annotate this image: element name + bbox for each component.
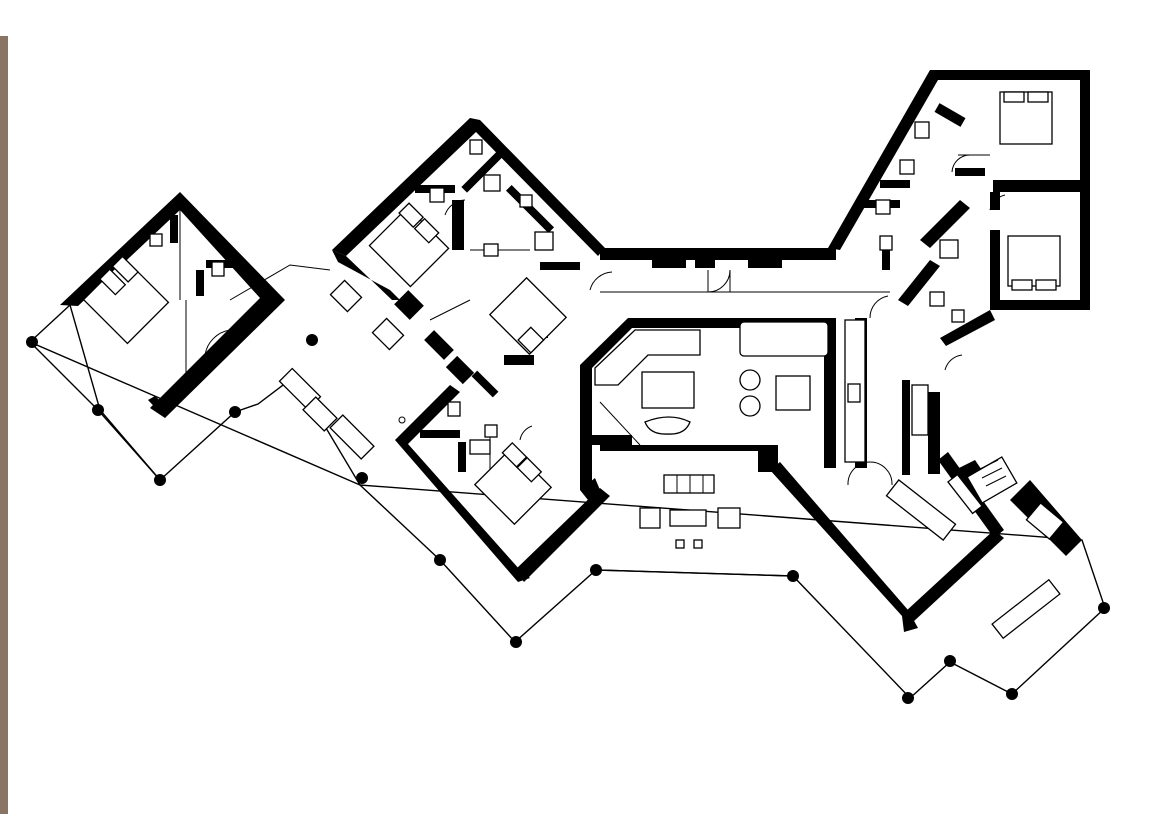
guest-pavilion <box>60 192 285 418</box>
columns <box>26 334 1110 704</box>
sofa-right <box>739 321 829 357</box>
west-bedroom-wing <box>332 118 613 385</box>
outdoor-dining <box>955 456 1082 640</box>
terrace-outlines <box>28 264 1106 699</box>
sofa-corner <box>594 329 701 386</box>
dining-table-outdoor <box>991 578 1061 640</box>
bed-guest <box>82 255 170 345</box>
image-left-border <box>0 36 8 814</box>
south-bedroom <box>395 370 610 582</box>
kitchen-dining <box>844 318 1004 622</box>
bed-south <box>473 441 553 526</box>
bed-east-1 <box>999 91 1053 145</box>
living-room <box>580 318 836 490</box>
dining-table-inside <box>885 479 957 541</box>
terrace-lounge-furniture <box>278 279 406 460</box>
bed-west-2 <box>488 276 568 356</box>
covered-terrace <box>580 462 918 632</box>
central-corridor <box>600 248 890 293</box>
bed-east-2 <box>1007 235 1061 291</box>
bed-west-1 <box>368 202 450 288</box>
east-bedroom-wing <box>828 70 1090 371</box>
